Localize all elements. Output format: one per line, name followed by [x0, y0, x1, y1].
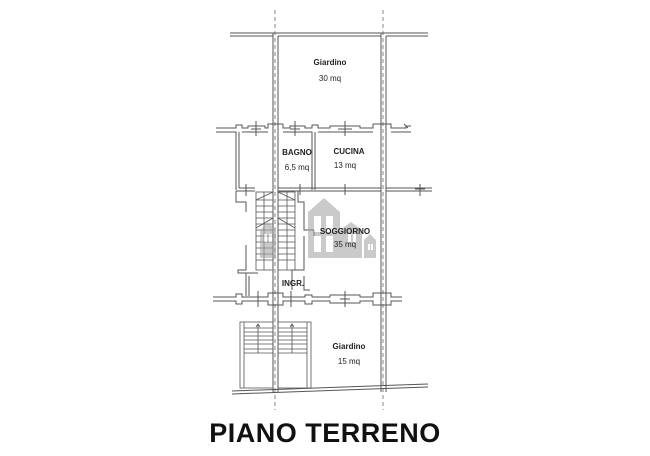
room-cucina: CUCINA 13 mq — [333, 147, 364, 170]
room-area: 30 mq — [318, 74, 342, 83]
room-giardino-top: Giardino 30 mq — [314, 58, 347, 83]
axis-lines — [274, 10, 384, 410]
interior-walls — [235, 132, 432, 290]
room-name: CUCINA — [333, 147, 365, 156]
top-boundary-wall — [230, 32, 428, 37]
room-area: 6,5 mq — [284, 163, 310, 172]
room-soggiorno: SOGGIORNO 35 mq — [320, 227, 370, 249]
floor-title: PIANO TERRENO — [209, 418, 441, 448]
room-area: 35 mq — [333, 240, 357, 249]
room-name: Giardino — [313, 58, 347, 67]
room-area: 15 mq — [337, 357, 361, 366]
room-area: 13 mq — [333, 161, 357, 170]
room-bagno: BAGNO 6,5 mq — [282, 148, 312, 172]
bottom-boundary-wall — [231, 383, 429, 395]
room-name: SOGGIORNO — [319, 227, 371, 236]
stair-right — [277, 191, 296, 271]
room-giardino-bottom: Giardino 15 mq — [333, 342, 366, 366]
rear-facade-wall — [216, 121, 411, 190]
front-facade-wall — [213, 291, 402, 307]
room-name: Giardino — [332, 342, 366, 351]
room-name: INGR. — [281, 279, 305, 288]
room-ingresso: INGR. — [282, 279, 304, 288]
watermark-logo-icon — [260, 198, 376, 258]
entrance-walls — [245, 273, 310, 296]
room-name: BAGNO — [282, 148, 312, 157]
garden-stairs — [239, 321, 312, 389]
